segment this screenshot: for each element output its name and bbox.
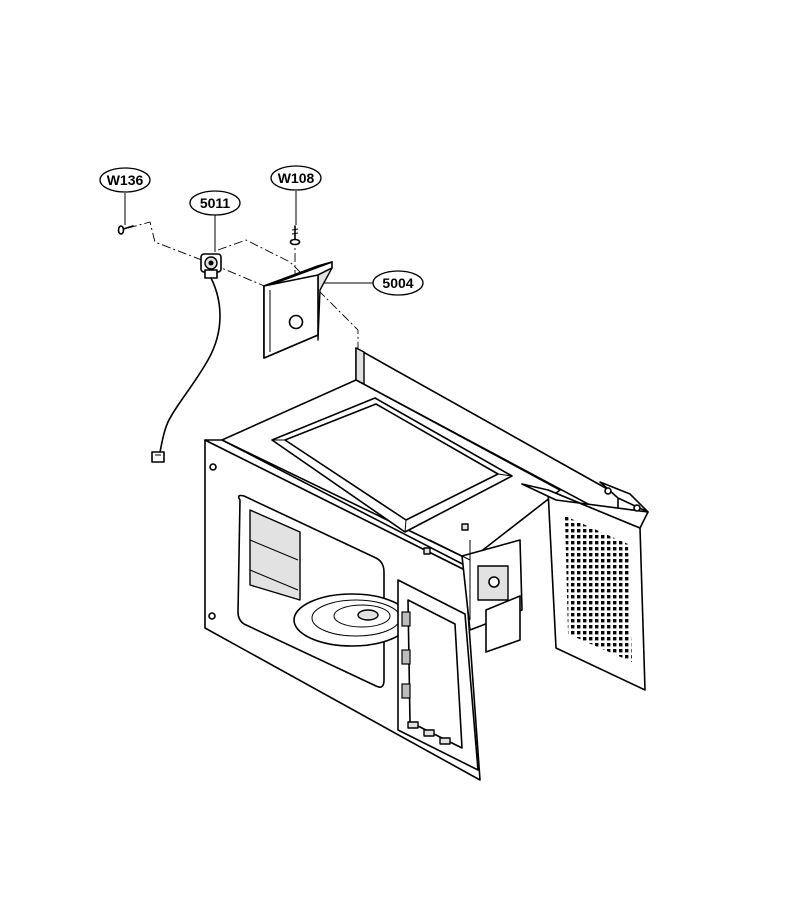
assembly-dashed-lines [127, 221, 359, 385]
callout-label-w108: W108 [278, 170, 315, 186]
bracket-5004-icon [263, 261, 333, 359]
callout-5004: 5004 [299, 270, 424, 296]
callout-w108: W108 [270, 165, 322, 225]
callout-label-w136: W136 [107, 172, 144, 188]
callout-w136: W136 [99, 167, 151, 225]
sensor-5011-icon [151, 253, 222, 463]
screw-w108-icon [289, 225, 301, 246]
screw-w136-icon [117, 225, 134, 235]
microwave-chassis [204, 347, 649, 781]
callout-5011: 5011 [189, 190, 241, 252]
callout-label-5004: 5004 [382, 275, 413, 291]
callout-label-5011: 5011 [200, 195, 231, 211]
